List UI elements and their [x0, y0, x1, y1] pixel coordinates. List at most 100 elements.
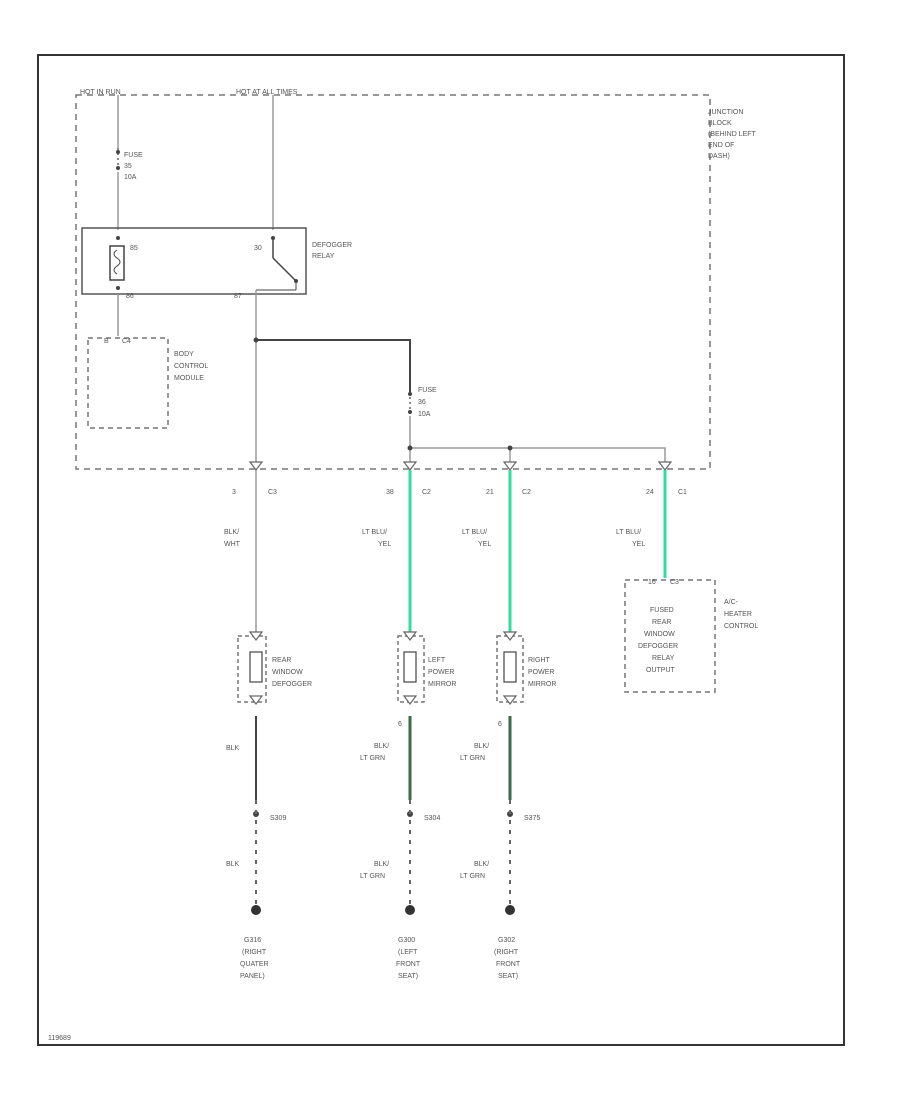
svg-text:MIRROR: MIRROR: [428, 681, 456, 688]
connector-name-4: C1: [678, 489, 687, 496]
wire-labels-lower: BLK BLK/ LT GRN BLK/ LT GRN: [226, 743, 489, 762]
svg-text:REAR: REAR: [272, 657, 291, 664]
ac-heater-control: 16 C3 FUSED REAR WINDOW DEFOGGER RELAY O…: [624, 579, 758, 693]
svg-text:BLK/: BLK/: [474, 861, 489, 868]
svg-text:END OF: END OF: [708, 142, 734, 149]
svg-text:BLK/: BLK/: [224, 529, 239, 536]
svg-text:G316: G316: [244, 937, 261, 944]
svg-text:DEFOGGER: DEFOGGER: [312, 242, 352, 249]
connector-name-3: C2: [522, 489, 531, 496]
fuse-35: FUSE 35 10A: [116, 148, 143, 181]
svg-text:POWER: POWER: [528, 669, 554, 676]
svg-text:BLK: BLK: [226, 861, 240, 868]
wire-relay-fuse36: [256, 339, 411, 392]
svg-text:FUSED: FUSED: [650, 607, 674, 614]
wire-distribution-bus: [410, 447, 666, 462]
svg-text:LT GRN: LT GRN: [460, 755, 485, 762]
svg-text:DEFOGGER: DEFOGGER: [638, 643, 678, 650]
svg-text:BLK/: BLK/: [374, 861, 389, 868]
connector-name-2: C2: [422, 489, 431, 496]
svg-text:LT BLU/: LT BLU/: [362, 529, 387, 536]
svg-text:FUSE: FUSE: [418, 387, 437, 394]
power-label-all-times: HOT AT ALL TIMES: [236, 89, 298, 96]
svg-text:PANEL): PANEL): [240, 973, 265, 980]
splice-relay-output: [253, 337, 259, 343]
power-label-run: HOT IN RUN: [80, 89, 121, 96]
svg-text:A/C-: A/C-: [724, 599, 739, 606]
svg-text:FUSE: FUSE: [124, 152, 143, 159]
load-pin-left: 6: [398, 721, 402, 728]
svg-text:FRONT: FRONT: [396, 961, 421, 968]
wire-labels-bottom: BLK BLK/ LT GRN BLK/ LT GRN: [226, 861, 489, 880]
ground-points: [251, 905, 515, 915]
svg-text:(RIGHT: (RIGHT: [494, 949, 519, 956]
svg-text:OUTPUT: OUTPUT: [646, 667, 676, 674]
connectors: 3 C3 38 C2 21 C2 24 C1: [232, 461, 687, 496]
ground-g302-icon: [505, 905, 515, 915]
diagram-frame: [37, 54, 845, 1046]
svg-text:16: 16: [648, 579, 656, 586]
splice-bus-right: [507, 445, 513, 451]
svg-text:MODULE: MODULE: [174, 375, 204, 382]
svg-text:BLK/: BLK/: [374, 743, 389, 750]
svg-text:35: 35: [124, 163, 132, 170]
svg-text:POWER: POWER: [428, 669, 454, 676]
svg-text:YEL: YEL: [632, 541, 645, 548]
svg-text:HEATER: HEATER: [724, 611, 752, 618]
svg-text:DEFOGGER: DEFOGGER: [272, 681, 312, 688]
diagram-id: 119689: [48, 1035, 71, 1042]
svg-text:WHT: WHT: [224, 541, 241, 548]
svg-text:36: 36: [418, 399, 426, 406]
svg-text:JUNCTION: JUNCTION: [708, 109, 743, 116]
junction-block-label: JUNCTION BLOCK (BEHIND LEFT END OF DASH): [708, 109, 757, 160]
svg-text:REAR: REAR: [652, 619, 671, 626]
svg-text:BLK: BLK: [226, 745, 240, 752]
fuse-36: FUSE 36 10A: [408, 387, 437, 418]
svg-text:BLK/: BLK/: [474, 743, 489, 750]
svg-text:(RIGHT: (RIGHT: [242, 949, 267, 956]
svg-text:WINDOW: WINDOW: [272, 669, 303, 676]
svg-text:(BEHIND LEFT: (BEHIND LEFT: [708, 131, 757, 138]
relay-pin-87: 87: [234, 293, 242, 300]
load-rear-window-defogger: REAR WINDOW DEFOGGER: [237, 631, 312, 705]
svg-text:RELAY: RELAY: [312, 253, 335, 260]
svg-text:MIRROR: MIRROR: [528, 681, 556, 688]
connector-pin-2: 38: [386, 489, 394, 496]
svg-text:CONTROL: CONTROL: [174, 363, 208, 370]
svg-text:S375: S375: [524, 815, 540, 822]
ground-labels: G316 (RIGHT QUATER PANEL) G300 (LEFT FRO…: [240, 937, 521, 980]
load-left-power-mirror: LEFT POWER MIRROR: [397, 631, 456, 705]
splice-bus-left: [407, 445, 413, 451]
svg-text:SEAT): SEAT): [398, 973, 418, 980]
connector-pin-4: 24: [646, 489, 654, 496]
wire-labels-upper: BLK/ WHT LT BLU/ YEL LT BLU/ YEL LT BLU/…: [224, 529, 645, 548]
svg-text:G302: G302: [498, 937, 515, 944]
svg-text:RIGHT: RIGHT: [528, 657, 551, 664]
svg-text:LT BLU/: LT BLU/: [462, 529, 487, 536]
svg-text:LT BLU/: LT BLU/: [616, 529, 641, 536]
svg-text:QUATER: QUATER: [240, 961, 269, 968]
svg-text:RELAY: RELAY: [652, 655, 675, 662]
relay-pin-86: 86: [126, 293, 134, 300]
connector-pin-3: 21: [486, 489, 494, 496]
svg-text:C4: C4: [122, 338, 131, 345]
svg-text:BODY: BODY: [174, 351, 194, 358]
svg-text:FRONT: FRONT: [496, 961, 521, 968]
ground-g316-icon: [251, 905, 261, 915]
relay-pin-85: 85: [130, 245, 138, 252]
defogger-relay: 85 30 86 87 DEFOGGER RELAY: [81, 227, 352, 300]
svg-text:B: B: [104, 338, 109, 345]
svg-text:LT GRN: LT GRN: [360, 755, 385, 762]
svg-text:DASH): DASH): [708, 153, 730, 160]
svg-text:G300: G300: [398, 937, 415, 944]
svg-text:10A: 10A: [418, 411, 431, 418]
svg-text:(LEFT: (LEFT: [398, 949, 418, 956]
svg-text:LT GRN: LT GRN: [460, 873, 485, 880]
connector-name-1: C3: [268, 489, 277, 496]
svg-text:YEL: YEL: [378, 541, 391, 548]
svg-text:WINDOW: WINDOW: [644, 631, 675, 638]
ground-g300-icon: [405, 905, 415, 915]
svg-text:S309: S309: [270, 815, 286, 822]
svg-text:10A: 10A: [124, 174, 137, 181]
